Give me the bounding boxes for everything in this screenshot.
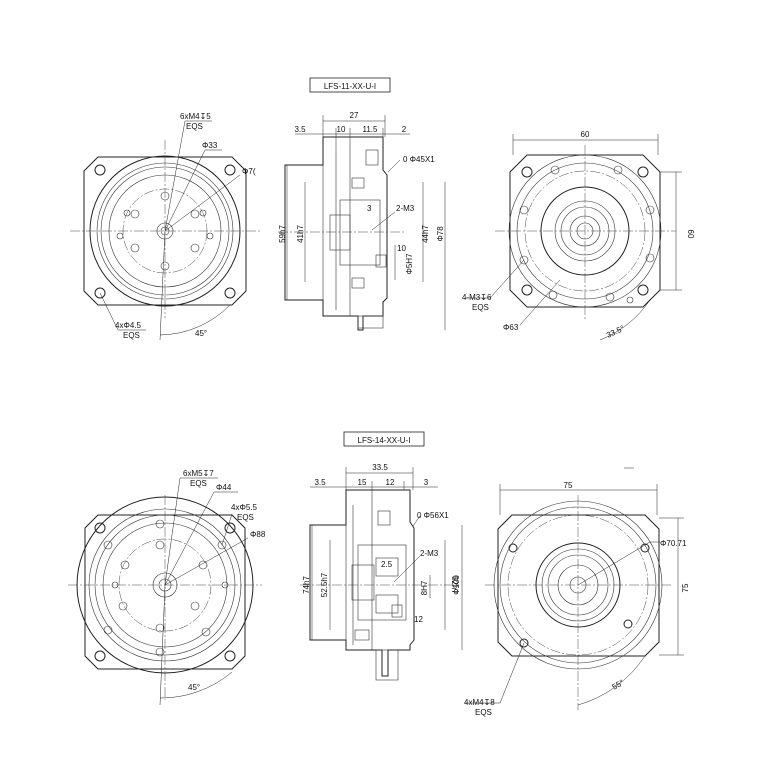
front-flange-outline — [83, 156, 247, 306]
model-2-title-box — [343, 431, 425, 447]
side-h-59: 59h7 — [278, 225, 287, 243]
mount-hole — [224, 287, 236, 299]
side2-dim-12: 12 — [414, 615, 423, 624]
side-h-41: 41h7 — [296, 225, 305, 243]
front-angle-label: 45° — [195, 329, 207, 338]
front2-mount-eqs: EQS — [237, 513, 254, 522]
model-1-front-view: 6xM4↧5 EQS Φ33 Φ7( 4xΦ4.5 EQS 45° — [70, 112, 260, 341]
side2-seg-d: 3 — [424, 478, 429, 487]
side-dim-10: 10 — [397, 244, 406, 253]
back-width: 60 — [581, 130, 590, 139]
side-tap: 2-M3 — [396, 204, 415, 213]
side-seg-a: 3.5 — [294, 125, 306, 134]
front-pilot-label: Φ7( — [242, 167, 256, 176]
side-d-5: Φ5H7 — [405, 253, 414, 275]
back-angle: 33.5° — [605, 324, 626, 340]
side2-h-74: 74h7 — [302, 576, 311, 594]
side-length-total: 27 — [350, 111, 359, 120]
model-2-back-view: 75 75 Φ70.71 4xM4↧8 EQS 55° — [464, 481, 690, 717]
side2-h-52: 52h7 — [450, 576, 459, 594]
back2-pcd: Φ70.71 — [660, 539, 687, 548]
back2-angle: 55° — [611, 678, 626, 692]
model-1-back-view: 60 60 4-M3↧6 EQS Φ63 33.5° — [462, 130, 695, 341]
model-1-side-view: 27 3.5 10 11.5 2 0 Φ45X1 2-M3 3 10 59h7 … — [278, 111, 446, 331]
side-dim-3: 3 — [367, 204, 372, 213]
side2-seg-a: 3.5 — [314, 478, 326, 487]
model-2-side-view: 33.5 3.5 15 12 3 0 Φ56X1 2-M3 2.5 12 74h… — [300, 463, 463, 681]
front2-bolt-circle: Φ44 — [216, 483, 232, 492]
front-mount-eqs: EQS — [123, 331, 140, 340]
back2-holes-label: 4xM4↧8 — [464, 698, 495, 707]
back-height: 60 — [686, 230, 695, 239]
side-seg-c: 11.5 — [363, 125, 379, 134]
front-holes-eqs: EQS — [186, 122, 203, 131]
model-1-title-box — [309, 77, 391, 93]
side-d-78: Φ78 — [436, 226, 445, 242]
front-mount-holes-label: 4xΦ4.5 — [115, 321, 142, 330]
model-2-front-view: 6xM5↧7 EQS Φ44 4xΦ5.5 EQS Φ88 45° — [68, 469, 266, 706]
back-holes-label: 4-M3↧6 — [462, 293, 492, 302]
front-holes-label: 6xM4↧5 — [180, 112, 211, 121]
mount-hole — [94, 287, 106, 299]
side2-chamfer: 0 Φ56X1 — [417, 511, 449, 520]
mount-hole — [94, 164, 106, 176]
back-holes-eqs: EQS — [472, 303, 489, 312]
side2-tap: 2-M3 — [420, 549, 439, 558]
side-chamfer: 0 Φ45X1 — [403, 155, 435, 164]
back-pcd: Φ63 — [503, 323, 519, 332]
back2-height: 75 — [681, 583, 690, 592]
back2-width: 75 — [564, 481, 573, 490]
back-square-outline — [509, 154, 661, 308]
front2-mount-holes: 4xΦ5.5 — [231, 503, 258, 512]
front2-flange-outline — [84, 514, 246, 670]
side-seg-d: 2 — [402, 125, 407, 134]
front2-holes-eqs: EQS — [190, 479, 207, 488]
back2-square-outline — [497, 514, 660, 657]
side2-length-total: 33.5 — [372, 463, 388, 472]
front-bolt-circle-label: Φ33 — [202, 141, 218, 150]
side2-seg-c: 12 — [386, 478, 395, 487]
side2-h-8: 8H7 — [420, 580, 429, 595]
model-1-title: LFS-11-XX-U-I — [324, 82, 376, 91]
side2-h-525: 52.5h7 — [320, 572, 329, 597]
model-2-title: LFS-14-XX-U-I — [358, 436, 411, 445]
side-h-44: 44h7 — [421, 225, 430, 243]
back2-holes-eqs: EQS — [475, 708, 492, 717]
side-seg-b: 10 — [337, 125, 346, 134]
mount-hole — [224, 164, 236, 176]
front2-holes-label: 6xM5↧7 — [183, 469, 214, 478]
side2-body-outline — [309, 489, 415, 677]
side2-d-100: Φ100 — [452, 575, 461, 595]
side2-seg-b: 15 — [358, 478, 367, 487]
side-body-outline — [284, 136, 388, 331]
front2-angle: 45° — [188, 683, 200, 692]
front2-outer-label: Φ88 — [250, 530, 266, 539]
side2-dim-25: 2.5 — [381, 560, 393, 569]
